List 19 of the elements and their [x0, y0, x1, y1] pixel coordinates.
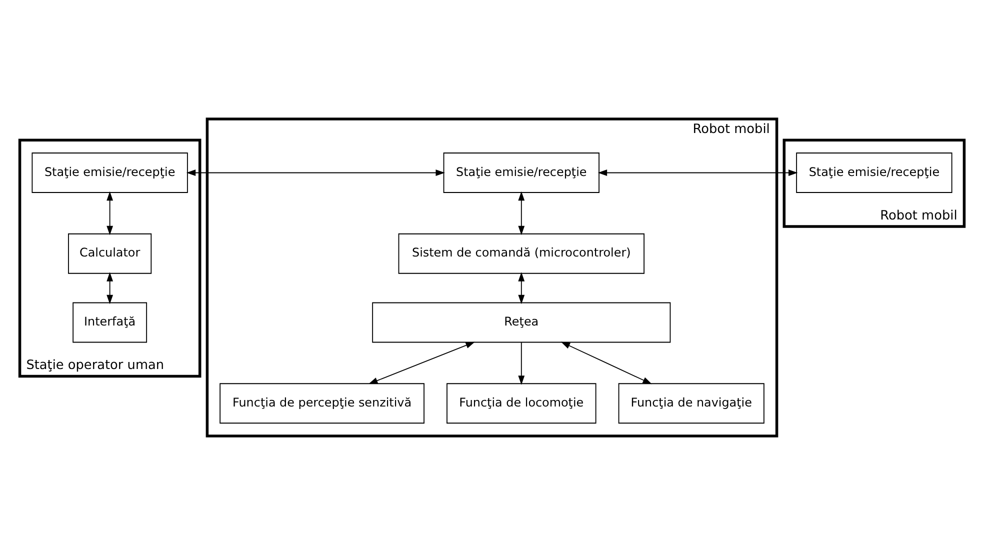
node-box: Funcţia de locomoţie [446, 383, 596, 424]
node-box: Staţie emisie/recepţie [796, 152, 952, 193]
arrow [368, 342, 475, 384]
arrow [518, 272, 525, 304]
node-box: Calculator [68, 233, 152, 274]
node-box: Funcţia de navigaţie [618, 383, 764, 424]
node-box: Reţea [372, 302, 671, 343]
node-box: Funcţia de percepţie senzitivă [220, 383, 424, 424]
arrow [598, 170, 798, 176]
arrow [106, 272, 114, 304]
arrow [518, 191, 525, 236]
node-box: Interfaţă [72, 302, 148, 343]
node-box: Staţie emisie/recepţie [443, 152, 600, 193]
arrow [106, 191, 114, 236]
node-box: Staţie emisie/recepţie [32, 152, 188, 193]
arrow [518, 342, 525, 385]
node-box: Sistem de comandă (microcontroler) [398, 233, 644, 274]
arrow [560, 342, 652, 384]
arrow [186, 170, 445, 176]
